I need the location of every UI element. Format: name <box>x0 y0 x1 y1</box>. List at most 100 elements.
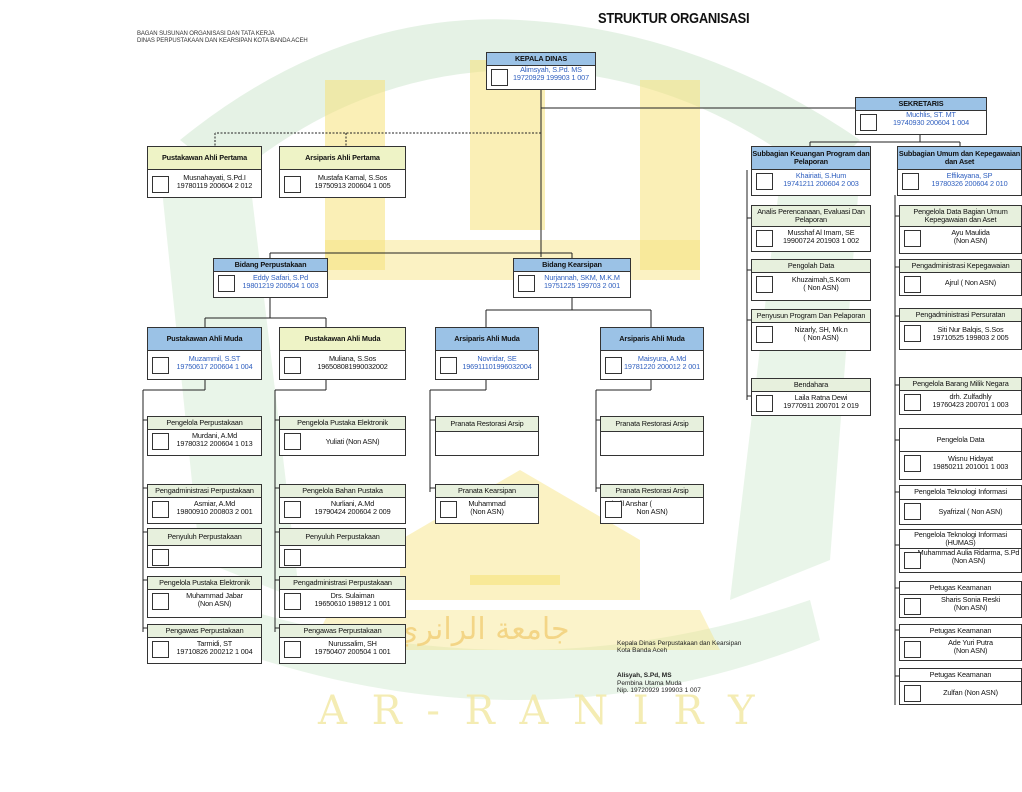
box-title: Petugas Keamanan <box>900 625 1021 638</box>
box-pustakawan-ahli-muda-1: Pustakawan Ahli Muda Muzammil, S.ST 1975… <box>147 327 262 380</box>
box-title: Bidang Perpustakaan <box>214 259 327 272</box>
box-penyuluh-perpustakaan-2: Penyuluh Perpustakaan <box>279 528 406 568</box>
photo-placeholder <box>284 593 301 610</box>
photo-placeholder <box>904 230 921 247</box>
box-name: Alimsyah, S.Pd. MS <box>520 65 582 74</box>
box-name: Kholil Anshar ( <box>607 499 652 508</box>
box-name: Drs. Sulaiman <box>330 591 375 600</box>
box-name: Muhammad Jabar <box>186 591 243 600</box>
box-name: Ayu Maulida <box>951 228 990 237</box>
box-title: Subbagian Keuangan Program dan Pelaporan <box>752 147 870 170</box>
photo-placeholder <box>518 275 535 292</box>
box-title: Arsiparis Ahli Muda <box>436 328 538 351</box>
box-title: Pranata Restorasi Arsip <box>436 417 538 432</box>
box-petugas-keamanan-1: Petugas Keamanan Sharis Sonia Reski (Non… <box>899 581 1022 618</box>
header-line-1: BAGAN SUSUNAN ORGANISASI DAN TATA KERJA <box>137 31 275 37</box>
box-nip: (Non ASN) <box>953 603 988 613</box>
page-title: STRUKTUR ORGANISASI <box>598 10 750 27</box>
box-nip: 196911101996032004 <box>462 362 532 372</box>
photo-placeholder <box>756 395 773 412</box>
box-pengelola-perpustakaan: Pengelola Perpustakaan Murdani, A.Md 197… <box>147 416 262 456</box>
box-title: Arsiparis Ahli Pertama <box>280 147 405 170</box>
box-title: Petugas Keamanan <box>900 669 1021 682</box>
box-nip: 19781220 200012 2 001 <box>624 362 700 372</box>
box-name: Nurliani, A.Md <box>330 499 375 508</box>
box-nip: 19740930 200604 1 004 <box>893 118 969 128</box>
photo-placeholder <box>440 501 457 518</box>
box-petugas-keamanan-3: Petugas Keamanan Zulfan (Non ASN) <box>899 668 1022 705</box>
box-name: Khairiati, S.Hum <box>795 171 847 180</box>
box-name: Ajrul ( Non ASN) <box>944 278 997 287</box>
box-title: Petugas Keamanan <box>900 582 1021 595</box>
box-name: Muchlis, ST. MT <box>906 110 956 119</box>
box-name: Muliana, S.Sos <box>329 354 376 363</box>
photo-placeholder <box>605 501 622 518</box>
box-nip: 19780312 200604 1 013 <box>176 439 253 449</box>
box-nip: 19780326 200604 2 010 <box>931 179 1008 189</box>
photo-placeholder <box>904 503 921 520</box>
box-nip: 19741211 200604 2 003 <box>783 179 859 189</box>
box-title: Bendahara <box>752 379 870 392</box>
box-name: Ade Yuri Putra <box>948 638 993 647</box>
box-title: Arsiparis Ahli Muda <box>601 328 703 351</box>
box-name: Nurussalim, SH <box>328 639 377 648</box>
box-nip: (Non ASN) <box>953 236 988 246</box>
box-pranata-restorasi-arsip-3: Pranata Restorasi Arsip Kholil Anshar ( … <box>600 484 704 524</box>
box-penyuluh-perpustakaan-1: Penyuluh Perpustakaan <box>147 528 262 568</box>
box-title: Pengelola Perpustakaan <box>148 417 261 430</box>
photo-placeholder <box>440 357 457 374</box>
box-title: Pengelola Bahan Pustaka <box>280 485 405 498</box>
box-nip: (Non ASN) <box>197 599 232 609</box>
photo-placeholder <box>152 593 169 610</box>
photo-placeholder <box>152 501 169 518</box>
box-title: Pengadministrasi Perpustakaan <box>280 577 405 590</box>
box-title: Pengelola Data Bagian Umum Kepegawaian d… <box>900 206 1021 227</box>
box-analis-perencanaan: Analis Perencanaan, Evaluasi Dan Pelapor… <box>751 205 871 252</box>
signature-rank: Pembina Utama Muda <box>617 679 682 687</box>
box-name: Siti Nur Balqis, S.Sos <box>937 325 1004 334</box>
box-name: Muhammad <box>468 499 506 508</box>
box-bidang-perpustakaan: Bidang Perpustakaan Eddy Safari, S.Pd 19… <box>213 258 328 298</box>
box-title: KEPALA DINAS <box>487 53 595 66</box>
box-bendahara: Bendahara Laila Ratna Dewi 19770911 2007… <box>751 378 871 416</box>
box-pengadmin-perpustakaan-1: Pengadministrasi Perpustakaan Asmiar, A.… <box>147 484 262 524</box>
box-pengelola-barang: Pengelola Barang Milik Negara drh. Zulfa… <box>899 377 1022 415</box>
box-pengelola-pustaka-elektronik-1: Pengelola Pustaka Elektronik Muhammad Ja… <box>147 576 262 618</box>
box-subbagian-keuangan: Subbagian Keuangan Program dan Pelaporan… <box>751 146 871 196</box>
box-nip: 19850211 201001 1 003 <box>932 462 1009 472</box>
box-nip: 196508081990032002 <box>317 362 388 372</box>
box-name: Syafrizal ( Non ASN) <box>938 507 1003 516</box>
photo-placeholder <box>904 325 921 342</box>
box-title: Subbagian Umum dan Kepegawaian dan Aset <box>898 147 1021 170</box>
box-name: Musnahayati, S.Pd.I <box>183 173 246 182</box>
box-pengolah-data: Pengolah Data Khuzaimah,S.Kom ( Non ASN) <box>751 259 871 301</box>
box-name: Muzammil, S.ST <box>188 354 241 363</box>
box-nip: 19650610 198912 1 001 <box>314 599 391 609</box>
box-pustakawan-ahli-muda-2: Pustakawan Ahli Muda Muliana, S.Sos 1965… <box>279 327 406 380</box>
box-penyusun-program: Penyusun Program Dan Pelaporan Nizarly, … <box>751 309 871 351</box>
box-title: Pengelola Barang Milik Negara <box>900 378 1021 391</box>
signature-place: Kepala Dinas Perpustakaan dan Kearsipan <box>617 640 742 647</box>
box-nip: 19900724 201903 1 002 <box>783 236 859 246</box>
box-name: Effikayana, SP <box>946 171 993 180</box>
photo-placeholder <box>284 501 301 518</box>
box-nip: 19760423 200701 1 003 <box>932 400 1009 410</box>
header-line-2: DINAS PERPUSTAKAAN DAN KEARSIPAN KOTA BA… <box>137 38 308 44</box>
box-nip: 19750407 200504 1 001 <box>314 647 391 657</box>
box-name: Maisyura, A.Md <box>637 354 687 363</box>
photo-placeholder <box>904 685 921 702</box>
box-pengelola-data: Pengelola Data Wisnu Hidayat 19850211 20… <box>899 428 1022 480</box>
box-name: Murdani, A.Md <box>191 431 238 440</box>
box-petugas-keamanan-2: Petugas Keamanan Ade Yuri Putra (Non ASN… <box>899 624 1022 661</box>
box-title: Pengelola Pustaka Elektronik <box>280 417 405 430</box>
photo-placeholder <box>605 357 622 374</box>
box-title: Pustakawan Ahli Pertama <box>148 147 261 170</box>
photo-placeholder <box>904 394 921 411</box>
box-name: Sharis Sonia Reski <box>941 595 1000 604</box>
box-pranata-restorasi-arsip-2: Pranata Restorasi Arsip <box>600 416 704 456</box>
box-pengadmin-persuratan: Pengadministrasi Persuratan Siti Nur Bal… <box>899 308 1022 350</box>
signature-city: Kota Banda Aceh <box>617 647 668 655</box>
box-pengelola-ti-humas: Pengelola Teknologi Informasi (HUMAS) Mu… <box>899 529 1022 573</box>
box-pengawas-perpustakaan-1: Pengawas Perpustakaan Tarmidi, ST 197108… <box>147 624 262 664</box>
signature-block: Alisyah, S.Pd, MS Pembina Utama Muda Nip… <box>617 672 701 695</box>
